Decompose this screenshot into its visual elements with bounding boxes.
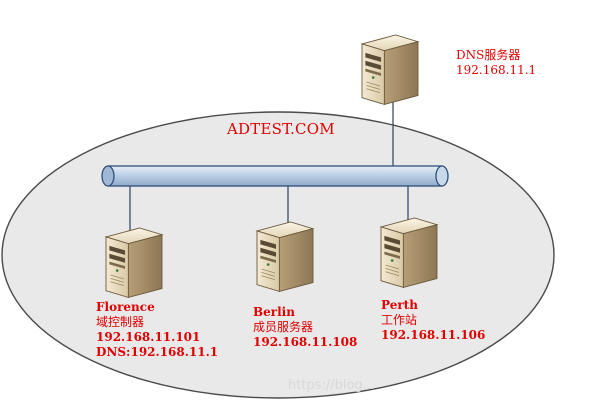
perth-server-icon (380, 217, 438, 289)
berlin-server-icon (256, 221, 314, 293)
network-bus (101, 165, 449, 187)
dns-server-icon (361, 34, 419, 106)
florence-server-icon (105, 227, 163, 299)
